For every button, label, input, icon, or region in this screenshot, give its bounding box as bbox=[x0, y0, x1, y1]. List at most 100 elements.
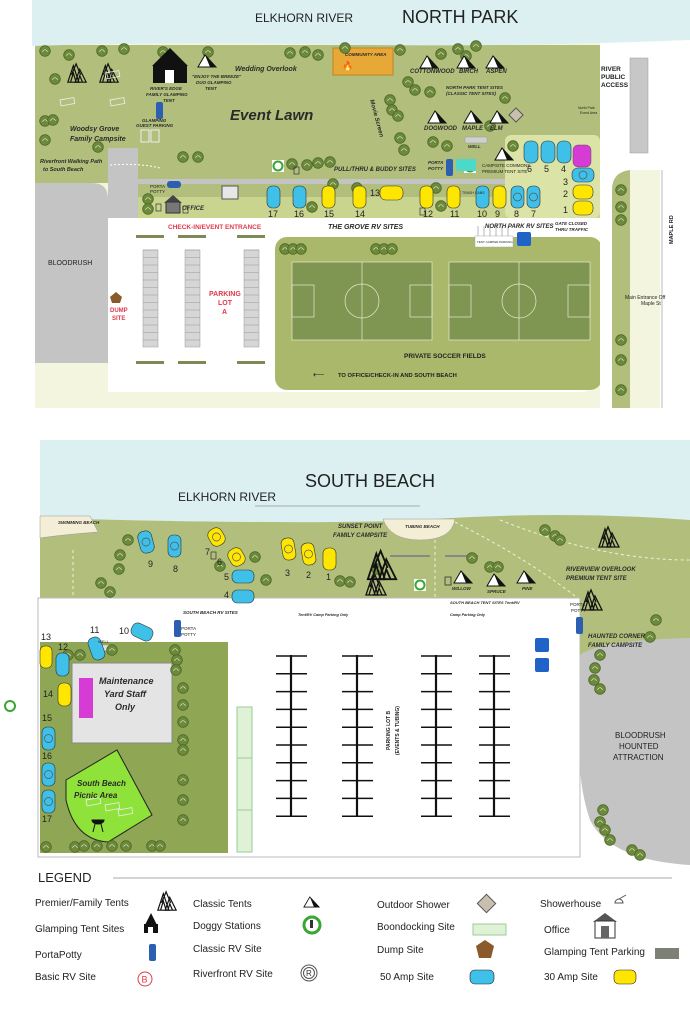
parking-lot-b-lines bbox=[276, 655, 510, 817]
south-rv-site-15[interactable] bbox=[41, 726, 56, 751]
tree-icon bbox=[40, 841, 52, 853]
elm-label: ELM bbox=[490, 126, 504, 132]
riverfront-rv-icon bbox=[141, 537, 151, 547]
pull-thru-label: PULL/THRU & BUDDY SITES bbox=[334, 167, 416, 173]
doggy-station-icon bbox=[414, 579, 426, 591]
soccer-field-1 bbox=[291, 261, 433, 341]
svg-text:R: R bbox=[306, 969, 312, 978]
north-rv-site-9[interactable] bbox=[492, 185, 507, 209]
north-rv-site-15[interactable] bbox=[321, 185, 336, 209]
tree-icon bbox=[295, 243, 307, 255]
tent-camper-parking bbox=[474, 235, 514, 248]
south-rv-site-7[interactable] bbox=[206, 525, 228, 548]
showerhouse-icon bbox=[614, 894, 627, 904]
south-rv-site-3[interactable] bbox=[280, 537, 297, 561]
tree-icon bbox=[177, 716, 189, 728]
north-rv-site-13[interactable] bbox=[379, 185, 404, 201]
north-rv-site-8[interactable] bbox=[510, 185, 525, 209]
porta-potty-icon bbox=[156, 102, 163, 119]
grove-rv-row bbox=[138, 197, 608, 218]
amp30-site-marker bbox=[227, 547, 246, 567]
amp30-site-marker bbox=[300, 542, 317, 566]
south-rv-site-4[interactable] bbox=[231, 589, 255, 604]
legend-item-label: Basic RV Site bbox=[35, 972, 96, 983]
south-rv-site-9[interactable] bbox=[136, 530, 155, 555]
amp50-site-marker bbox=[523, 140, 539, 164]
south-beach-title: SOUTH BEACH bbox=[305, 471, 435, 491]
tree-icon bbox=[507, 140, 519, 152]
premier-tent-icon bbox=[157, 891, 177, 911]
office-porta-label: PORTA bbox=[150, 184, 165, 189]
community-area-label: COMMUNITY AREA bbox=[345, 52, 387, 57]
main-entrance-label: Main Entrance Off bbox=[625, 295, 666, 301]
south-rv-site-13[interactable] bbox=[39, 645, 53, 669]
north-rv-site-17[interactable] bbox=[266, 185, 281, 209]
tree-icon bbox=[92, 141, 104, 153]
pine-label: PINE bbox=[522, 586, 534, 591]
south-rv-site-1[interactable] bbox=[322, 547, 337, 571]
north-rv-site-11[interactable] bbox=[446, 185, 461, 209]
parking-lot-a-label-3: A bbox=[222, 309, 227, 316]
tree-icon bbox=[588, 674, 600, 686]
north-rv-site-2[interactable] bbox=[572, 184, 594, 200]
parked-car-icon bbox=[140, 129, 150, 143]
maple-label: MAPLE bbox=[462, 126, 484, 132]
north-rv-site-6[interactable] bbox=[523, 140, 539, 164]
river-access-label-3: ACCESS bbox=[601, 82, 629, 89]
tree-icon bbox=[424, 86, 436, 98]
south-rv-site-5[interactable] bbox=[231, 569, 255, 584]
south-rv-site-14[interactable] bbox=[57, 682, 72, 707]
tree-icon bbox=[441, 140, 453, 152]
south-rv-site-16[interactable] bbox=[41, 762, 56, 787]
south-rv-site-8[interactable] bbox=[167, 534, 182, 558]
amp50-site-marker bbox=[137, 530, 155, 554]
rv-site-number: 5 bbox=[544, 164, 549, 174]
doggy-station-icon bbox=[272, 160, 284, 172]
north-rv-site-4[interactable] bbox=[556, 140, 572, 164]
north-rv-site-10[interactable] bbox=[475, 185, 490, 209]
north-rv-site-3[interactable] bbox=[571, 167, 595, 183]
tree-icon bbox=[615, 184, 627, 196]
north-rv-site-14[interactable] bbox=[352, 185, 367, 209]
office-label: OFFICE bbox=[182, 206, 205, 212]
tree-icon bbox=[96, 45, 108, 57]
rv-site-number: 1 bbox=[326, 572, 331, 582]
north-rv-site-5[interactable] bbox=[540, 140, 556, 164]
tree-icon bbox=[106, 840, 118, 852]
tree-icon bbox=[644, 631, 656, 643]
south-rv-site-17[interactable] bbox=[41, 789, 56, 814]
tree-icon bbox=[49, 73, 61, 85]
riverview-label: RIVERVIEW OVERLOOK bbox=[566, 567, 636, 573]
riverfront-rv-icon: R bbox=[300, 964, 318, 982]
tree-icon bbox=[104, 586, 116, 598]
picnic-table-icon bbox=[109, 97, 126, 107]
south-rv-site-11[interactable] bbox=[86, 635, 106, 661]
amp50-site-marker bbox=[231, 569, 255, 584]
south-rv-site-12[interactable] bbox=[55, 652, 70, 677]
north-rv-site-1[interactable] bbox=[572, 200, 594, 216]
rv-site-number: 1 bbox=[563, 205, 568, 215]
riverfront-rv-icon bbox=[578, 170, 588, 180]
rv-site-number: 11 bbox=[450, 209, 459, 219]
north-rv-site-16[interactable] bbox=[292, 185, 307, 209]
south-rv-site-10[interactable] bbox=[129, 621, 155, 643]
amp50-site-marker bbox=[266, 185, 281, 209]
soccer-field-2 bbox=[448, 261, 591, 341]
classic-tent-icon bbox=[303, 896, 320, 908]
to-office-label: TO OFFICE/CHECK-IN AND SOUTH BEACH bbox=[338, 373, 457, 379]
outdoor-shower-icon bbox=[476, 893, 497, 914]
south-rv-site-6[interactable] bbox=[226, 545, 248, 568]
access-road bbox=[108, 148, 138, 218]
north-rv-site-12[interactable] bbox=[419, 185, 434, 209]
porta-potty-label-2: POTTY bbox=[428, 166, 444, 171]
tubing-beach-label: TUBING BEACH bbox=[405, 524, 440, 529]
south-rv-site-2[interactable] bbox=[300, 542, 317, 566]
tree-icon bbox=[39, 45, 51, 57]
trash-can-icon bbox=[444, 576, 452, 586]
tree-icon bbox=[177, 774, 189, 786]
tree-icon bbox=[260, 574, 272, 586]
picnic-area bbox=[65, 749, 153, 843]
north-rv-site-7[interactable] bbox=[526, 185, 541, 209]
tree-icon bbox=[177, 699, 189, 711]
